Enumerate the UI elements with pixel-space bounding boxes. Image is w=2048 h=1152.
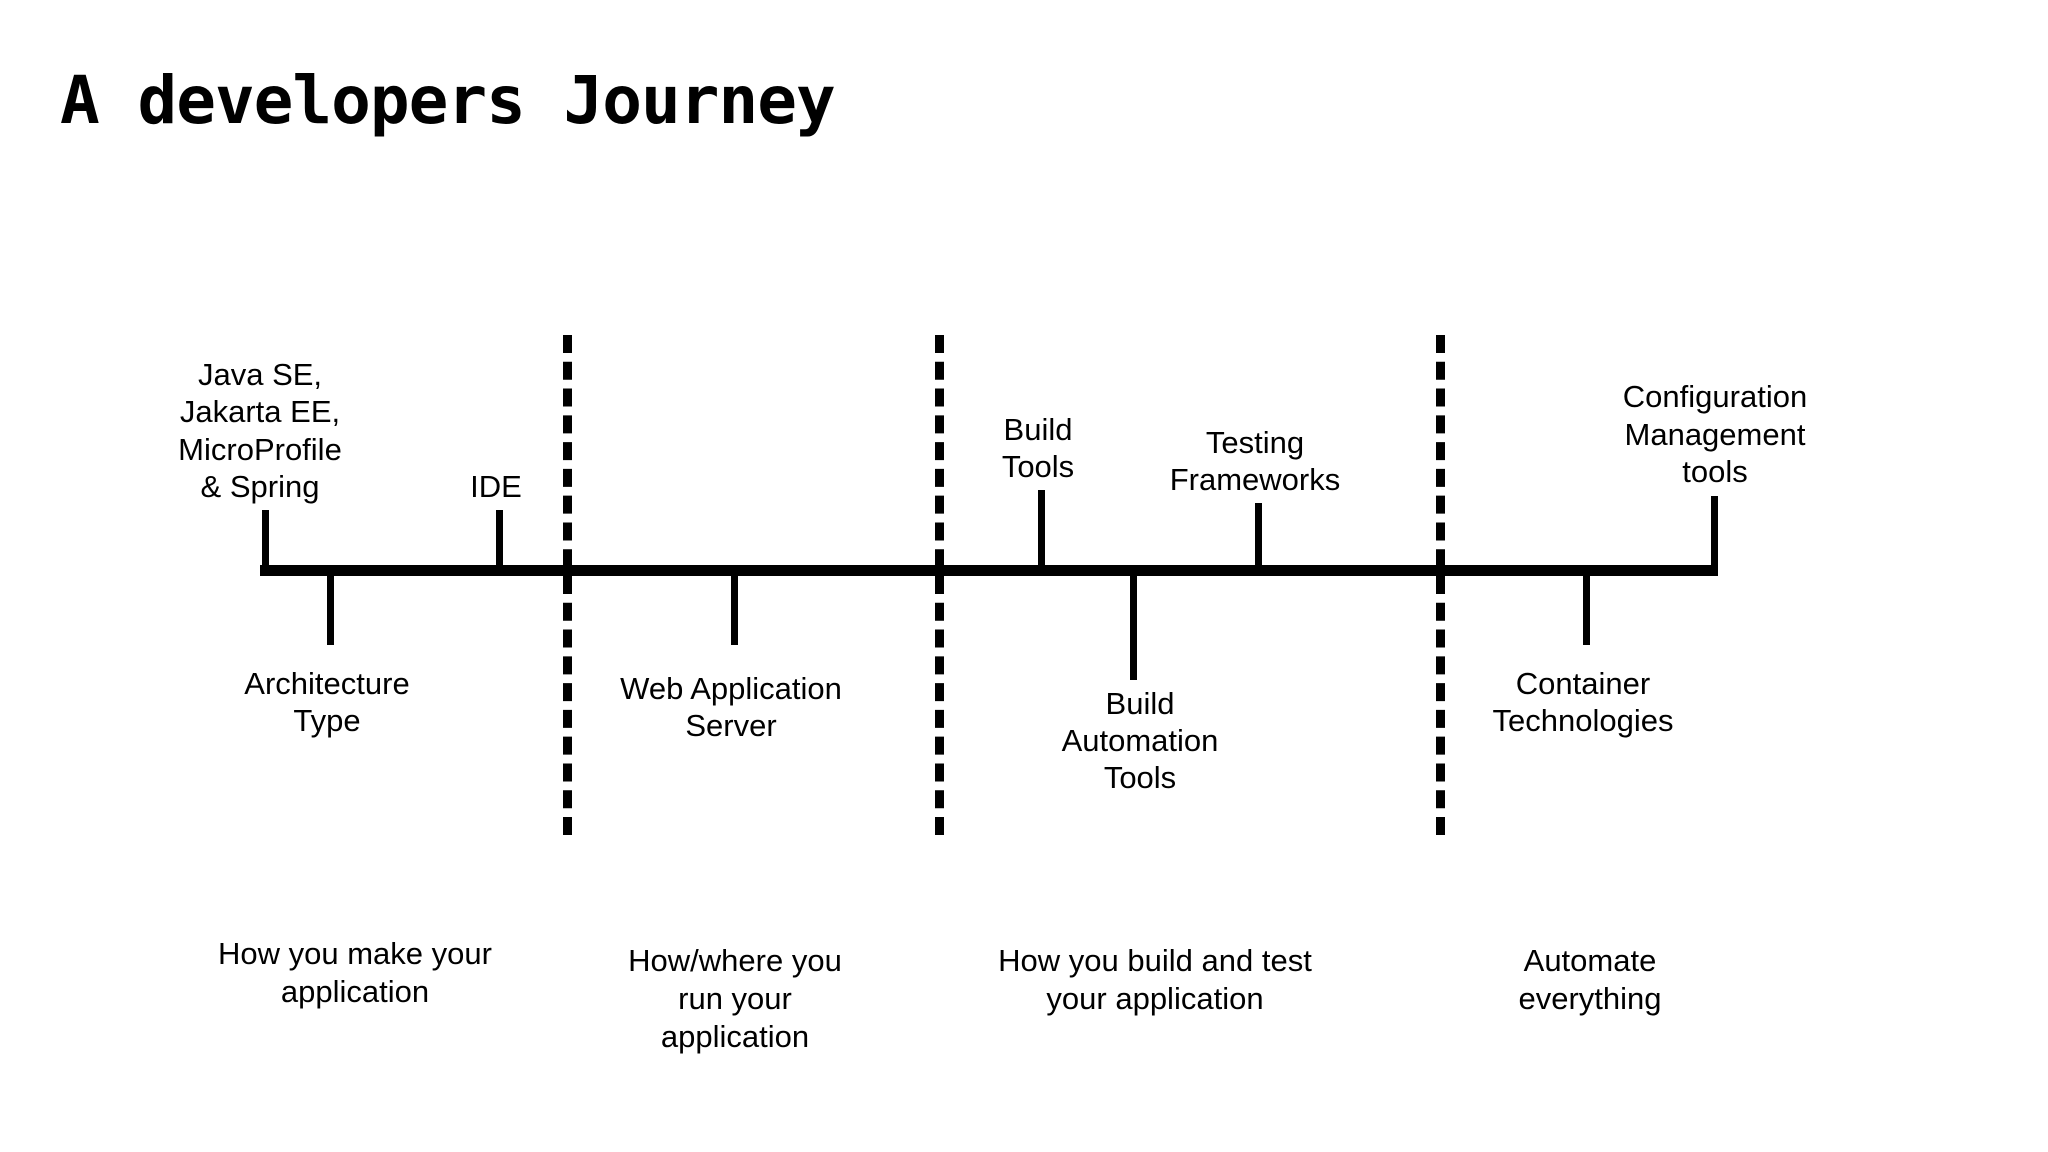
phase-caption-phase-make: How you make your application — [218, 936, 492, 1009]
phase-caption-phase-run: How/where you run your application — [628, 943, 842, 1054]
divider-3 — [1436, 335, 1445, 835]
timeline-label-container-technologies: Container Technologies — [1492, 666, 1674, 739]
timeline-label-build-tools: Build Tools — [1001, 411, 1075, 484]
timeline-label-web-application-server: Web Application Server — [620, 671, 842, 744]
timeline-label-testing-frameworks: Testing Frameworks — [1169, 424, 1341, 497]
tick-architecture-type — [327, 565, 334, 645]
tick-container-technologies — [1583, 565, 1590, 645]
tick-languages-frameworks — [262, 510, 269, 576]
tick-build-tools — [1038, 490, 1045, 576]
divider-2 — [935, 335, 944, 835]
tick-configuration-management-tools — [1711, 496, 1718, 576]
timeline-label-build-automation-tools: Build Automation Tools — [1061, 686, 1219, 796]
divider-1 — [563, 335, 572, 835]
tick-web-application-server — [731, 565, 738, 645]
tick-testing-frameworks — [1255, 503, 1262, 576]
timeline-axis — [260, 565, 1716, 576]
timeline-label-configuration-management-tools: Configuration Management tools — [1622, 379, 1808, 489]
page-title: A developers Journey — [60, 62, 836, 139]
timeline-label-languages-frameworks: Java SE, Jakarta EE, MicroProfile & Spri… — [178, 357, 342, 504]
tick-ide — [496, 510, 503, 576]
tick-build-automation-tools — [1130, 565, 1137, 680]
timeline-label-architecture-type: Architecture Type — [244, 666, 410, 739]
phase-caption-phase-automate: Automate everything — [1518, 943, 1662, 1016]
timeline-label-ide: IDE — [470, 468, 522, 504]
phase-caption-phase-build-test: How you build and test your application — [998, 943, 1312, 1016]
